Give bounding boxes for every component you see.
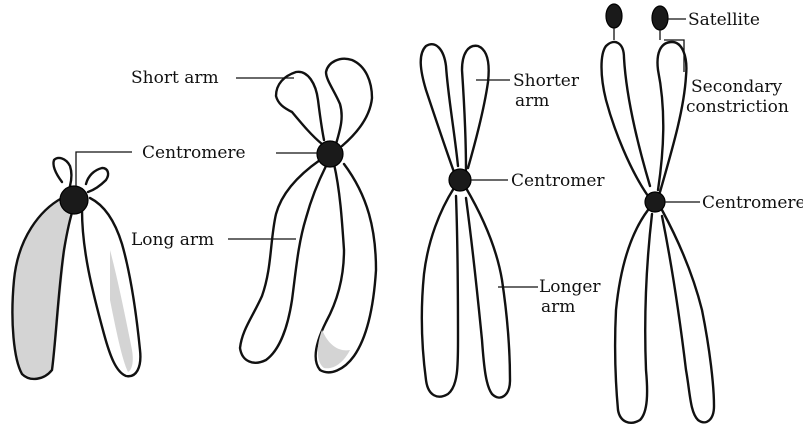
longer-arm-label-line1: Longer	[539, 277, 601, 297]
centromere-dot-2	[317, 141, 343, 167]
centromere-dot-1	[60, 186, 88, 214]
centromere-label-3: Centromere	[702, 193, 803, 213]
centromere-label-1: Centromere	[142, 143, 246, 163]
shorter-arm-label-line2: arm	[515, 91, 549, 111]
chromosome-1	[12, 158, 140, 379]
satellite-right	[652, 6, 668, 30]
longer-arm-label-line2: arm	[541, 297, 575, 317]
centromere-label-2: Centromer	[511, 171, 605, 191]
long-arm-label: Long arm	[131, 230, 214, 250]
centromere-dot-3	[449, 169, 471, 191]
centromere-dot-4	[645, 192, 665, 212]
secondary-constriction-label-line2: constriction	[686, 97, 789, 117]
satellite-label: Satellite	[688, 10, 760, 30]
chromosome-4	[602, 4, 715, 423]
shorter-arm-label-line1: Shorter	[513, 71, 580, 91]
chromosome-2	[240, 59, 376, 373]
satellite-left	[606, 4, 622, 28]
chromosome-3	[421, 44, 510, 397]
short-arm-label: Short arm	[131, 68, 219, 88]
secondary-constriction-label-line1: Secondary	[691, 77, 783, 97]
